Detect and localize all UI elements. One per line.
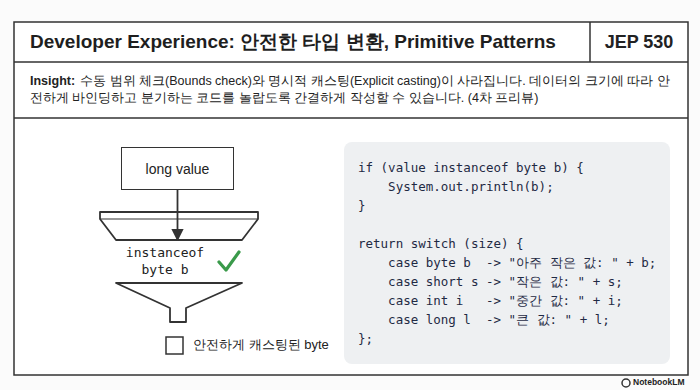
insight-box: Insight:수동 범위 체크(Bounds check)와 명시적 캐스팅(… — [14, 62, 688, 118]
insight-body: 수동 범위 체크(Bounds check)와 명시적 캐스팅(Explicit… — [30, 74, 670, 105]
filter-box: instanceof byte b — [116, 240, 242, 283]
insight-heading: Insight: — [30, 74, 75, 88]
code-line: }; — [358, 329, 656, 348]
header-cell-divider — [589, 22, 591, 62]
process-box: long value — [121, 147, 234, 190]
code-line: } — [358, 196, 656, 215]
funnel-top — [100, 212, 258, 240]
badge-text: JEP 530 — [605, 32, 674, 53]
code-line: case byte b -> "아주 작은 값: " + b; — [358, 253, 656, 272]
code-line: if (value instanceof byte b) { — [358, 158, 656, 177]
code-line: System.out.println(b); — [358, 177, 656, 196]
header-badge: JEP 530 — [590, 22, 688, 62]
code-line: case short s -> "작은 값: " + s; — [358, 272, 656, 291]
flow-arrow — [177, 190, 179, 240]
slide-title: Developer Experience: 안전한 타입 변환, Primiti… — [30, 22, 556, 62]
header-divider — [14, 61, 688, 63]
box-label: long value — [146, 161, 210, 177]
insight-divider — [14, 117, 688, 119]
code-line: case int i -> "중간 값: " + i; — [358, 291, 656, 310]
watermark: NotebookLM — [633, 377, 684, 389]
slide-frame — [14, 22, 688, 375]
output-label: 안전하게 캐스팅된 byte — [193, 336, 329, 354]
code-line: case long l -> "큰 값: " + l; — [358, 310, 656, 329]
code-panel: if (value instanceof byte b) { System.ou… — [344, 142, 670, 364]
insight-text: Insight:수동 범위 체크(Bounds check)와 명시적 캐스팅(… — [30, 73, 672, 108]
check-mark — [219, 252, 239, 270]
funnel-rim — [100, 218, 258, 219]
code-line: return switch (size) { — [358, 234, 656, 253]
box-label: instanceof byte b — [122, 245, 208, 279]
funnel-spout — [116, 283, 242, 322]
watermark-icon — [622, 379, 630, 387]
checkbox-symbol — [166, 337, 183, 354]
